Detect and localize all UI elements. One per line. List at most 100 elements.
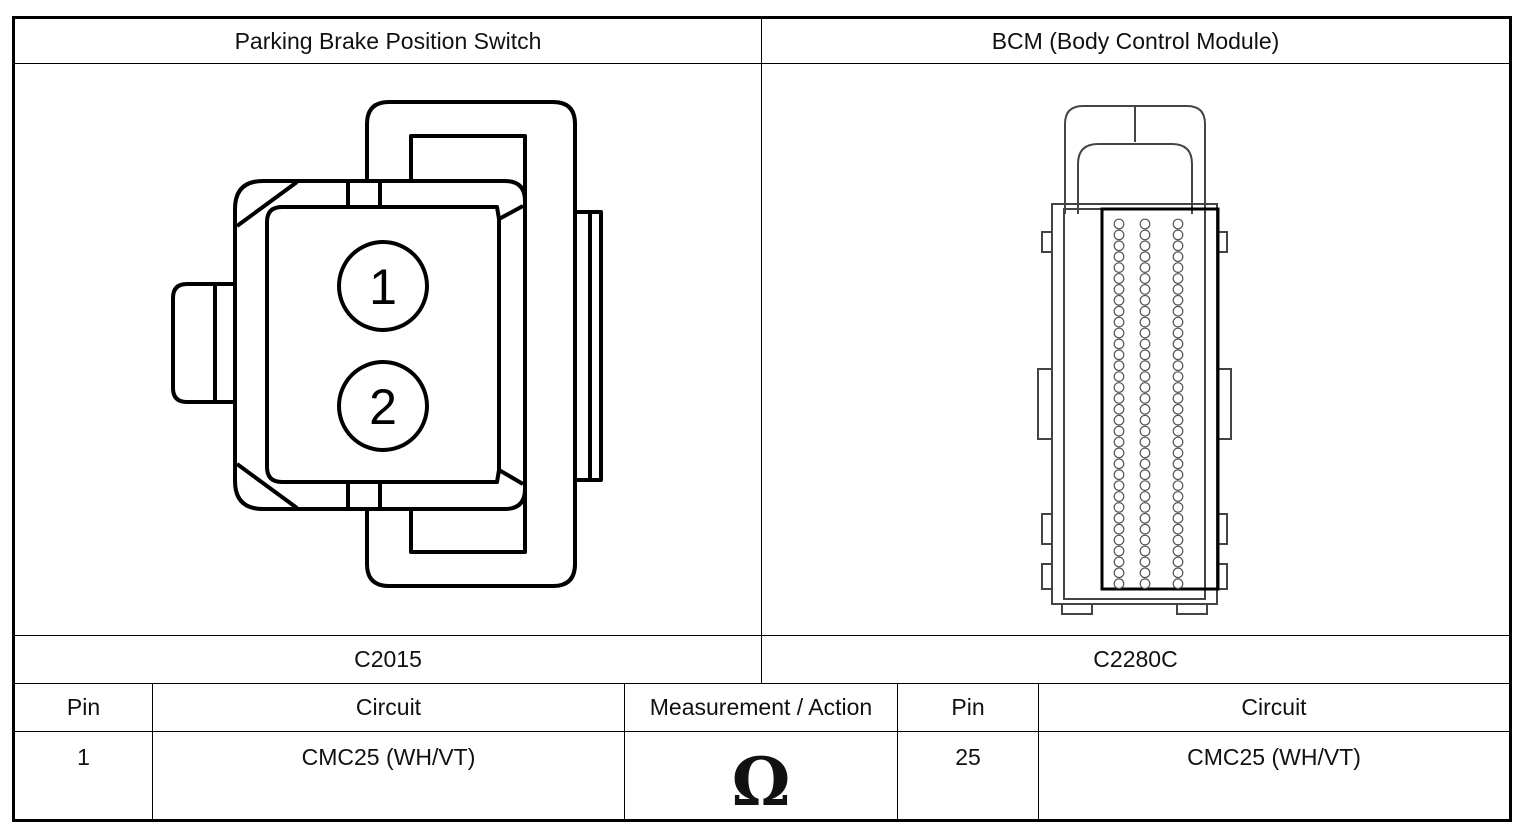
column-header-measurement: Measurement / Action [649, 694, 873, 720]
bcm-pin-cavity [1113, 251, 1125, 263]
bcm-pin-cavity [1113, 305, 1125, 317]
bcm-pin-cavity [1113, 458, 1125, 470]
bcm-pin-cavity [1139, 414, 1151, 426]
bcm-pin-cavity [1172, 567, 1184, 579]
column-header-circuit: Circuit [1241, 694, 1307, 720]
bcm-pin-cavity [1139, 393, 1151, 404]
bcm-pin-cavity [1172, 283, 1184, 295]
bcm-pin-cavity [1172, 382, 1184, 393]
bcm-pin-cavity [1139, 458, 1151, 470]
bcm-pin-cavity [1139, 469, 1151, 481]
bcm-pin-cavity [1139, 578, 1151, 590]
bcm-pin-cavity [1139, 294, 1151, 306]
bcm-pin-cavity [1172, 393, 1184, 404]
bcm-pin-cavity [1139, 523, 1151, 535]
bcm-pin-cavity [1139, 447, 1151, 459]
measurement-symbol: Ω [731, 743, 791, 821]
bcm-pin-cavity [1172, 218, 1184, 230]
bcm-pin-cavity [1113, 578, 1125, 590]
bcm-pin-cavity [1139, 403, 1151, 415]
bcm-pin-cavity [1113, 229, 1125, 241]
bcm-pin-cavity [1113, 414, 1125, 426]
ohm-resistance-icon: Ω [625, 732, 897, 819]
bcm-pin-cavity [1113, 349, 1125, 361]
bcm-pin-cavity [1139, 436, 1151, 448]
bcm-pin-cavity [1113, 338, 1125, 350]
bcm-pin-cavity [1172, 338, 1184, 350]
bcm-pin-cavity [1172, 480, 1184, 492]
bcm-pin-cavity [1139, 229, 1151, 241]
bcm-pin-cavity [1172, 305, 1184, 317]
bcm-pin-cavity [1172, 447, 1184, 459]
bcm-pin-cavity [1139, 327, 1151, 339]
bcm-pin-cavity [1113, 316, 1125, 328]
bcm-pin-cavity [1139, 480, 1151, 492]
bcm-pin-cavity [1113, 523, 1125, 535]
bcm-pin-cavity [1172, 360, 1184, 372]
bcm-pin-cavity [1172, 349, 1184, 361]
bcm-pin-cavity [1172, 578, 1184, 590]
divider [897, 683, 898, 819]
column-header-circuit: Circuit [355, 694, 422, 720]
bcm-pin-cavity [1113, 327, 1125, 339]
bcm-pin-cavity [1172, 469, 1184, 481]
bcm-pin-cavity [1113, 283, 1125, 295]
bcm-pin-cavity [1139, 545, 1151, 557]
bcm-pin-cavity [1139, 425, 1151, 437]
bcm-pin-cavity [1113, 502, 1125, 513]
bcm-pin-cavity [1113, 512, 1125, 524]
column-header-pin: Pin [951, 694, 985, 720]
bcm-pin-cavity [1139, 502, 1151, 513]
pin-label-1: 1 [369, 259, 397, 315]
two-pin-connector-icon: 1 2 [171, 100, 603, 588]
bcm-pin-cavity [1139, 240, 1151, 252]
bcm-pin-cavity [1113, 273, 1125, 284]
divider [15, 731, 1509, 732]
bcm-pin-cavity [1139, 512, 1151, 524]
bcm-pin-cavity [1172, 556, 1184, 568]
row-pin-b: 25 [955, 744, 981, 770]
bcm-pin-cavity [1172, 371, 1184, 383]
connector-test-table: Parking Brake Position Switch BCM (Body … [12, 16, 1512, 822]
bcm-pin-cavity [1113, 393, 1125, 404]
bcm-pin-cavity [1113, 294, 1125, 306]
divider [1038, 683, 1039, 819]
pin-label-2: 2 [369, 379, 397, 435]
bcm-pin-cavity [1139, 371, 1151, 383]
bcm-pin-cavity [1139, 349, 1151, 361]
bcm-pin-cavity [1172, 273, 1184, 284]
bcm-pin-cavity [1139, 567, 1151, 579]
bcm-pin-cavity [1172, 294, 1184, 306]
bcm-pin-cavity [1172, 414, 1184, 426]
bcm-pin-cavity [1113, 403, 1125, 415]
bcm-pin-cavity [1113, 480, 1125, 492]
divider [15, 63, 1509, 64]
bcm-pin-cavity [1172, 436, 1184, 448]
bcm-pin-cavity [1172, 502, 1184, 513]
right-connector-title: BCM (Body Control Module) [991, 27, 1280, 54]
bcm-pin-cavity [1139, 316, 1151, 328]
bcm-pin-cavity [1139, 360, 1151, 372]
row-pin-a: 1 [77, 744, 90, 770]
bcm-pin-cavity [1113, 382, 1125, 393]
bcm-pin-cavity [1113, 447, 1125, 459]
bcm-pin-cavity [1172, 229, 1184, 241]
bcm-pin-cavity [1172, 251, 1184, 263]
divider [15, 635, 1509, 636]
bcm-pin-cavity [1139, 338, 1151, 350]
bcm-pin-cavity [1172, 240, 1184, 252]
bcm-pin-cavity [1172, 425, 1184, 437]
bcm-pin-cavity [1172, 545, 1184, 557]
bcm-pin-cavity [1139, 491, 1151, 502]
bcm-pin-cavity [1113, 262, 1125, 274]
right-connector-id: C2280C [1093, 646, 1178, 672]
bcm-pin-cavity [1113, 425, 1125, 437]
bcm-multi-pin-connector-icon [1037, 105, 1232, 615]
divider [152, 683, 153, 819]
row-circuit-b: CMC25 (WH/VT) [1187, 744, 1361, 770]
divider [15, 683, 1509, 684]
bcm-pin-cavity [1172, 523, 1184, 535]
divider [761, 19, 762, 683]
bcm-pin-cavity [1139, 273, 1151, 284]
bcm-pin-cavity [1113, 360, 1125, 372]
